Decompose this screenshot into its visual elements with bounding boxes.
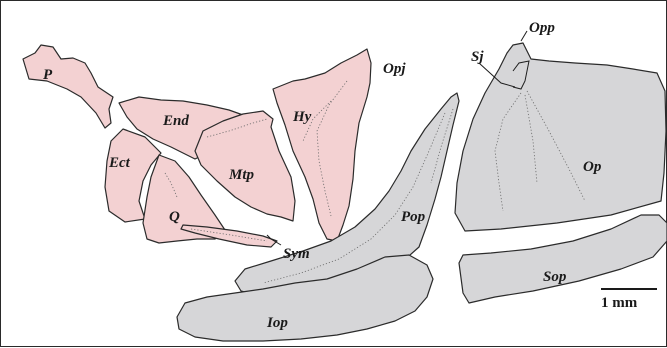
- label-pop: Pop: [401, 209, 426, 225]
- label-iop: Iop: [266, 315, 288, 331]
- scale-bar-label: 1 mm: [601, 295, 638, 311]
- label-mtp: Mtp: [228, 167, 255, 183]
- label-sj: Sj: [471, 49, 484, 65]
- opercle-bone: [455, 43, 666, 231]
- palatine-bone: [23, 45, 113, 128]
- label-end: End: [162, 113, 189, 129]
- label-opj: Opj: [383, 61, 406, 77]
- label-q: Q: [169, 209, 180, 225]
- label-sop: Sop: [543, 269, 567, 285]
- label-p: P: [43, 67, 53, 83]
- label-sym: Sym: [283, 246, 310, 262]
- label-opp: Opp: [529, 20, 555, 36]
- label-hy: Hy: [292, 109, 312, 125]
- opp-leader-line: [521, 31, 527, 41]
- label-op: Op: [583, 159, 602, 175]
- metapterygoid-bone: [195, 111, 295, 221]
- label-ect: Ect: [108, 155, 131, 171]
